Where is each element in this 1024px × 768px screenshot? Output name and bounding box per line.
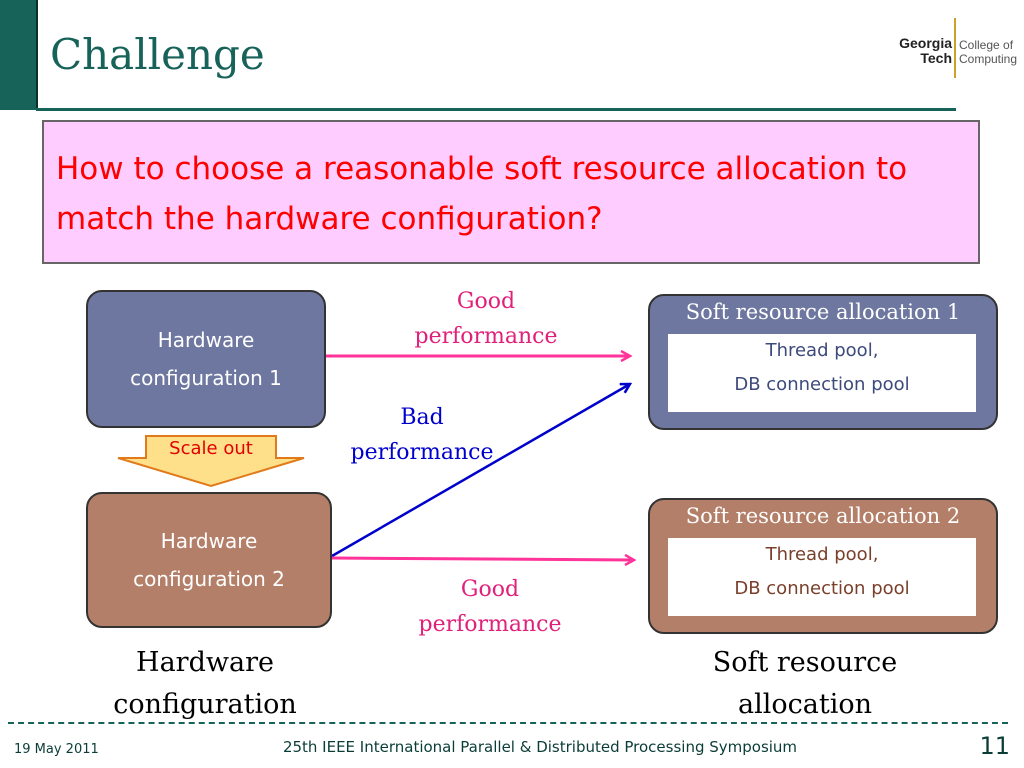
georgia-tech-logo: Georgia Tech College of Computing [892, 18, 1022, 78]
question-box: How to choose a reasonable soft resource… [42, 120, 980, 264]
hw2-line1: Hardware [160, 529, 258, 553]
good1-line2: performance [414, 324, 558, 349]
good1-line1: Good [456, 289, 516, 314]
footer-conference: 25th IEEE International Parallel & Distr… [282, 738, 798, 756]
soft-resource-column-label: Soft resource allocation [680, 642, 930, 726]
page-number: 11 [979, 732, 1010, 760]
bad-line1: Bad [400, 405, 444, 430]
hw2-line2: configuration 2 [133, 567, 285, 591]
footer-divider [8, 722, 1008, 724]
good2-line1: Good [460, 577, 520, 602]
sr2-details: Thread pool, DB connection pool [668, 538, 976, 616]
bad-line2: performance [350, 440, 494, 465]
logo-college-of: College of [959, 38, 1014, 52]
sr1-db-pool: DB connection pool [734, 374, 910, 395]
question-text: How to choose a reasonable soft resource… [56, 151, 908, 237]
hw1-line1: Hardware [157, 328, 255, 352]
slide-title: Challenge [50, 30, 265, 79]
scale-out-label: Scale out [169, 438, 253, 459]
logo-college-text: College of Computing [959, 38, 1017, 66]
sr1-details: Thread pool, DB connection pool [668, 334, 976, 412]
logo-georgia: Georgia [899, 35, 952, 51]
logo-tech: Tech [920, 50, 952, 66]
logo-separator [954, 18, 956, 78]
bad-arrow [331, 384, 630, 558]
hw1-line2: configuration 1 [130, 366, 282, 390]
hardware-column-label: Hardware configuration [90, 642, 320, 726]
logo-computing: Computing [959, 52, 1018, 66]
footer-date: 19 May 2011 [14, 742, 99, 757]
sr1-thread-pool: Thread pool, [765, 340, 879, 361]
soft-resource-allocation-1: Soft resource allocation 1 Thread pool, … [648, 294, 998, 430]
good-arrow-2 [331, 558, 634, 560]
sr2-title: Soft resource allocation 2 [685, 504, 961, 528]
sr-col-line1: Soft resource [712, 647, 898, 678]
hw-col-line1: Hardware [136, 647, 274, 678]
hw-col-line2: configuration [113, 689, 297, 720]
good2-line2: performance [418, 612, 562, 637]
scale-out-arrow-shape [117, 435, 305, 488]
hardware-config-1: Hardware configuration 1 [86, 290, 326, 428]
good-performance-label-1: Good performance [400, 284, 572, 354]
logo-georgia-tech-text: Georgia Tech [892, 36, 952, 66]
sr1-title: Soft resource allocation 1 [685, 300, 961, 324]
sr2-thread-pool: Thread pool, [765, 544, 879, 565]
title-accent-bar [0, 0, 38, 110]
good-performance-label-2: Good performance [404, 572, 576, 642]
soft-resource-allocation-2: Soft resource allocation 2 Thread pool, … [648, 498, 998, 634]
sr-col-line2: allocation [738, 689, 872, 720]
title-underline [36, 108, 956, 111]
scale-out-arrow: Scale out [116, 434, 306, 488]
hardware-config-2: Hardware configuration 2 [86, 492, 332, 628]
bad-performance-label: Bad performance [336, 400, 508, 470]
sr2-db-pool: DB connection pool [734, 578, 910, 599]
